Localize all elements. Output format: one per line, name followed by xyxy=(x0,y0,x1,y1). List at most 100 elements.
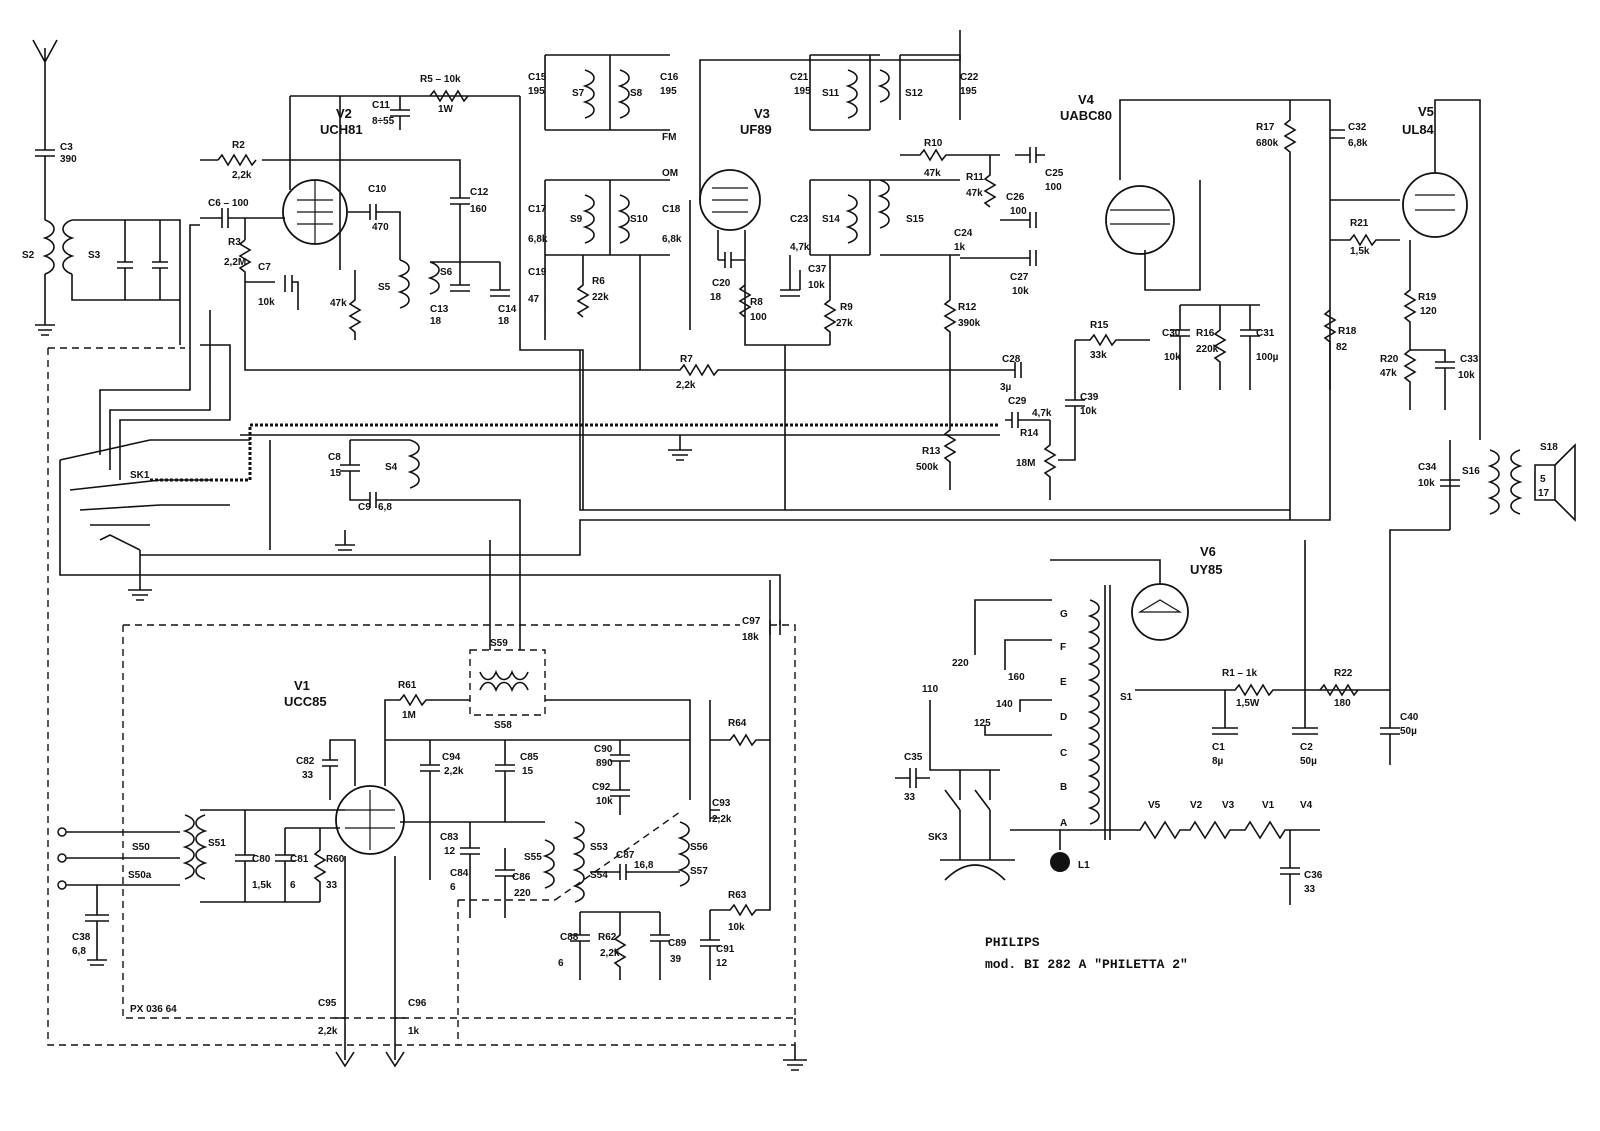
v1-id: V1 xyxy=(294,678,310,693)
c85-value: 15 xyxy=(522,766,534,777)
c38-value: 6,8 xyxy=(72,946,86,957)
c84-value: 6 xyxy=(450,882,456,893)
r1-watt: 1,5W xyxy=(1236,698,1260,709)
volt-110: 110 xyxy=(922,684,939,695)
c39-label: C39 xyxy=(1080,392,1099,403)
c16-label: C16 xyxy=(660,72,679,83)
c88-label: C88 xyxy=(560,932,579,943)
v4-id: V4 xyxy=(1078,92,1095,107)
v3-id: V3 xyxy=(754,106,770,121)
c2-value: 50µ xyxy=(1300,756,1317,767)
c96-label: C96 xyxy=(408,998,427,1009)
c28-label: C28 xyxy=(1002,354,1021,365)
s50-label: S50 xyxy=(132,842,150,853)
r5-watt: 1W xyxy=(438,104,454,115)
c12-label: C12 xyxy=(470,187,489,198)
module-code: PX 036 64 xyxy=(130,1004,177,1015)
s12-label: S12 xyxy=(905,88,923,99)
r12-label: R12 xyxy=(958,302,977,313)
r6-label: R6 xyxy=(592,276,605,287)
r10-label: R10 xyxy=(924,138,943,149)
c16-value: 195 xyxy=(660,86,677,97)
heater-v4: V4 xyxy=(1300,800,1313,811)
c33-label: C33 xyxy=(1460,354,1479,365)
fm-input-3 xyxy=(57,880,67,890)
volt-160: 160 xyxy=(1008,672,1025,683)
c96-value: 1k xyxy=(408,1026,420,1037)
s3-label: S3 xyxy=(88,250,101,261)
c37-label: C37 xyxy=(808,264,827,275)
c36-label: C36 xyxy=(1304,870,1323,881)
v2-ucch81-stage: V2 UCH81 R2 2,2k C6 – 100 R3 2,2M C7 10k… xyxy=(200,74,640,371)
v5-type: UL84 xyxy=(1402,122,1435,137)
c94-label: C94 xyxy=(442,752,461,763)
v5-tube-envelope xyxy=(1402,172,1468,238)
r61-value: 1M xyxy=(402,710,416,721)
v1-ucc85-tuner: V1 UCC85 C38 6,8 S50 S50a S51 C80 1,5k C… xyxy=(57,580,807,1071)
r8-value: 100 xyxy=(750,312,767,323)
v1-type: UCC85 xyxy=(284,694,327,709)
c94-value: 2,2k xyxy=(444,766,464,777)
c29-label: C29 xyxy=(1008,396,1027,407)
c20-label: C20 xyxy=(712,278,731,289)
c25-label: C25 xyxy=(1045,168,1064,179)
volt-140: 140 xyxy=(996,699,1013,710)
c19-label: C19 xyxy=(528,267,547,278)
power-supply: V6 UY85 S1 G F E D C B A 220 160 140 125… xyxy=(895,529,1450,905)
r60-value: 33 xyxy=(326,880,338,891)
s4-label: S4 xyxy=(385,462,398,473)
r20-label: R20 xyxy=(1380,354,1399,365)
s51-label: S51 xyxy=(208,838,226,849)
v3-uf89-stage: V3 UF89 C20 18 R8 100 xyxy=(689,30,961,346)
c32-value: 6,8k xyxy=(1348,138,1368,149)
s15-label: S15 xyxy=(906,214,924,225)
tap-g: G xyxy=(1060,609,1068,620)
c3-value: 390 xyxy=(60,154,77,165)
c31-value: 100µ xyxy=(1256,352,1279,363)
c13-label: C13 xyxy=(430,304,449,315)
c85-label: C85 xyxy=(520,752,539,763)
c86-value: 220 xyxy=(514,888,531,899)
c91-label: C91 xyxy=(716,944,735,955)
c34-value: 10k xyxy=(1418,478,1435,489)
c21-label: C21 xyxy=(790,72,809,83)
c7-value: 10k xyxy=(258,297,275,308)
s18-label: S18 xyxy=(1540,442,1558,453)
r20-value: 47k xyxy=(1380,368,1397,379)
c95-label: C95 xyxy=(318,998,337,1009)
sk3-label: SK3 xyxy=(928,832,948,843)
v4-uabc80-stage: V4 UABC80 C25 100 C26 100 C27 10k C28 3µ… xyxy=(960,92,1331,521)
s16-label: S16 xyxy=(1462,466,1480,477)
caption-model: mod. BI 282 A "PHILETTA 2" xyxy=(985,957,1188,972)
s53-label: S53 xyxy=(590,842,608,853)
c18-label: C18 xyxy=(662,204,681,215)
c27-label: C27 xyxy=(1010,272,1029,283)
band-switch-section: SK1 xyxy=(59,224,1290,625)
s6-label: S6 xyxy=(440,267,453,278)
r9-value: 27k xyxy=(836,318,853,329)
if-filter-2: C21 195 S11 C23 4,7k S14 C37 10k R9 27k … xyxy=(780,54,1000,490)
tap-b: B xyxy=(1060,782,1067,793)
v6-id: V6 xyxy=(1200,544,1216,559)
c22-value: 195 xyxy=(960,86,977,97)
c90-label: C90 xyxy=(594,744,613,755)
heater-v2: V2 xyxy=(1190,800,1203,811)
c23-label: C23 xyxy=(790,214,809,225)
c89-label: C89 xyxy=(668,938,687,949)
c1-value: 8µ xyxy=(1212,756,1224,767)
s14-label: S14 xyxy=(822,214,840,225)
r64-label: R64 xyxy=(728,718,747,729)
c39-value: 10k xyxy=(1080,406,1097,417)
r18-label: R18 xyxy=(1338,326,1357,337)
r19-label: R19 xyxy=(1418,292,1437,303)
s54-label: S54 xyxy=(590,870,608,881)
r1-label: R1 – 1k xyxy=(1222,668,1257,679)
r3-value: 2,2M xyxy=(224,257,246,268)
r17-label: R17 xyxy=(1256,122,1275,133)
c23-value: 4,7k xyxy=(790,242,810,253)
c22-label: C22 xyxy=(960,72,979,83)
c1-label: C1 xyxy=(1212,742,1225,753)
c14-value: 18 xyxy=(498,316,510,327)
heater-v5: V5 xyxy=(1148,800,1161,811)
